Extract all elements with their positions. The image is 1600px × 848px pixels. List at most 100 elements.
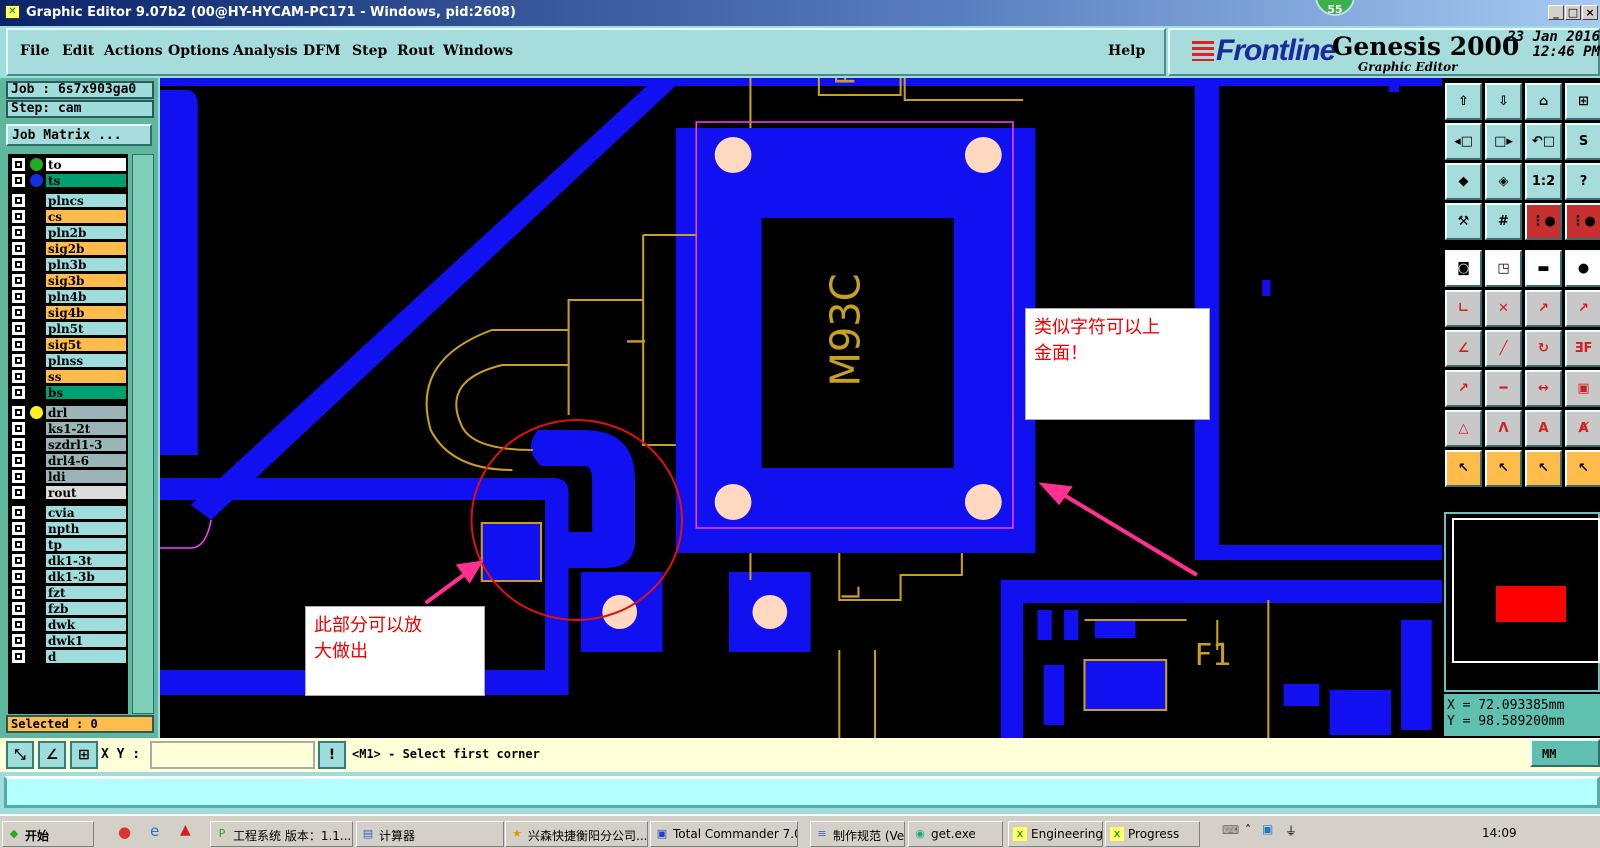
layer-name[interactable]: ts bbox=[45, 173, 127, 188]
layer-row[interactable]: fzb bbox=[10, 601, 128, 616]
task-item[interactable]: ▣Total Commander 7.0 ... bbox=[650, 821, 798, 847]
menu-rout[interactable]: Rout bbox=[397, 43, 435, 59]
layer-checkbox[interactable] bbox=[12, 586, 25, 599]
layer-name[interactable]: sig3b bbox=[45, 273, 127, 288]
task-item[interactable]: ≡制作规范 (Ver:1.0.6) bbox=[810, 821, 905, 847]
line-icon[interactable]: ━ bbox=[1485, 370, 1522, 407]
layer-row[interactable]: dwk1 bbox=[10, 633, 128, 648]
layer-row[interactable]: npth bbox=[10, 521, 128, 536]
layer-checkbox[interactable] bbox=[12, 242, 25, 255]
start-button[interactable]: ◆开始 bbox=[2, 821, 94, 847]
move-rect-icon[interactable]: ↗ bbox=[1445, 370, 1482, 407]
menu-step[interactable]: Step bbox=[352, 43, 388, 59]
layer-row[interactable]: sig3b bbox=[10, 273, 128, 288]
move-up-icon[interactable]: ⇧ bbox=[1445, 83, 1482, 120]
layer-row[interactable]: sig4b bbox=[10, 305, 128, 320]
connect-icon[interactable]: ∟ bbox=[1445, 290, 1482, 327]
tray-app-icon[interactable]: ▣ bbox=[1262, 822, 1274, 836]
layer-row[interactable]: ss bbox=[10, 369, 128, 384]
layer-row[interactable]: drl bbox=[10, 405, 128, 420]
layer-checkbox[interactable] bbox=[12, 386, 25, 399]
layer-name[interactable]: ks1-2t bbox=[45, 421, 127, 436]
layer-name[interactable]: cs bbox=[45, 209, 127, 224]
layer-scrollbar[interactable] bbox=[132, 154, 154, 714]
move-point-icon[interactable]: ↗ bbox=[1565, 290, 1600, 327]
layer-checkbox[interactable] bbox=[12, 634, 25, 647]
layer-checkbox[interactable] bbox=[12, 274, 25, 287]
layer-checkbox[interactable] bbox=[12, 554, 25, 567]
layer-name[interactable]: sig2b bbox=[45, 241, 127, 256]
close-button[interactable]: × bbox=[1582, 5, 1598, 20]
layer-row[interactable]: cvia bbox=[10, 505, 128, 520]
layer-name[interactable]: pln4b bbox=[45, 289, 127, 304]
layer-row[interactable]: drl4-6 bbox=[10, 453, 128, 468]
layer-name[interactable]: plnss bbox=[45, 353, 127, 368]
move-pad-icon[interactable]: ↗ bbox=[1525, 290, 1562, 327]
chrome-icon[interactable]: ● bbox=[118, 823, 132, 841]
route-snap-2-icon[interactable]: ⋮● bbox=[1565, 203, 1600, 240]
layer-name[interactable]: fzt bbox=[45, 585, 127, 600]
layer-checkbox[interactable] bbox=[12, 210, 25, 223]
layer-checkbox[interactable] bbox=[12, 618, 25, 631]
power-icon[interactable]: ⏚ bbox=[1285, 824, 1298, 838]
layer-row[interactable]: ldi bbox=[10, 469, 128, 484]
layer-name[interactable]: npth bbox=[45, 521, 127, 536]
maximize-button[interactable]: □ bbox=[1565, 5, 1581, 20]
overview-map[interactable] bbox=[1444, 512, 1600, 692]
arc-full-icon[interactable]: A bbox=[1525, 410, 1562, 447]
rotate-icon[interactable]: ↻ bbox=[1525, 330, 1562, 367]
select-box-icon[interactable]: ↖ bbox=[1485, 450, 1522, 487]
menu-help[interactable]: Help bbox=[1108, 43, 1146, 59]
layer-checkbox[interactable] bbox=[12, 290, 25, 303]
layer-name[interactable]: dwk bbox=[45, 617, 127, 632]
layer-name[interactable]: ss bbox=[45, 369, 127, 384]
select-poly-icon[interactable]: ↖ bbox=[1525, 450, 1562, 487]
layer-row[interactable]: plncs bbox=[10, 193, 128, 208]
line-edit-icon[interactable]: ╱ bbox=[1485, 330, 1522, 367]
layer-checkbox[interactable] bbox=[12, 538, 25, 551]
layer-checkbox[interactable] bbox=[12, 158, 25, 171]
layer-checkbox[interactable] bbox=[12, 522, 25, 535]
zoom-fit-icon[interactable]: ◆ bbox=[1445, 163, 1482, 200]
layer-checkbox[interactable] bbox=[12, 354, 25, 367]
layer-row[interactable]: plnss bbox=[10, 353, 128, 368]
units-select[interactable]: MM bbox=[1530, 739, 1600, 767]
layer-row[interactable]: to bbox=[10, 157, 128, 172]
minimize-button[interactable]: _ bbox=[1548, 5, 1564, 20]
layer-row[interactable]: ts bbox=[10, 173, 128, 188]
layer-row[interactable]: szdrl1-3 bbox=[10, 437, 128, 452]
layer-name[interactable]: bs bbox=[45, 385, 127, 400]
layer-checkbox[interactable] bbox=[12, 406, 25, 419]
job-matrix-button[interactable]: Job Matrix ... bbox=[6, 124, 152, 146]
layer-row[interactable]: dwk bbox=[10, 617, 128, 632]
menu-actions[interactable]: Actions bbox=[104, 43, 163, 59]
menu-analysis[interactable]: Analysis bbox=[233, 43, 298, 59]
layer-row[interactable]: rout bbox=[10, 485, 128, 500]
layer-checkbox[interactable] bbox=[12, 306, 25, 319]
help-icon[interactable]: ? bbox=[1565, 163, 1600, 200]
layer-name[interactable]: fzb bbox=[45, 601, 127, 616]
layer-name[interactable]: sig4b bbox=[45, 305, 127, 320]
layer-name[interactable]: drl4-6 bbox=[45, 453, 127, 468]
layer-checkbox[interactable] bbox=[12, 454, 25, 467]
layer-name[interactable]: plncs bbox=[45, 193, 127, 208]
layer-row[interactable]: sig2b bbox=[10, 241, 128, 256]
pad-icon[interactable]: ● bbox=[1565, 250, 1600, 287]
layer-row[interactable]: pln3b bbox=[10, 257, 128, 272]
alert-icon[interactable]: ! bbox=[318, 741, 346, 769]
xy-input[interactable] bbox=[150, 741, 315, 769]
arc-cross-icon[interactable]: Ⱥ bbox=[1565, 410, 1600, 447]
zoom-diagonal-icon[interactable]: ⤡ bbox=[6, 741, 34, 769]
layer-name[interactable]: drl bbox=[45, 405, 127, 420]
layer-name[interactable]: tp bbox=[45, 537, 127, 552]
layer-row[interactable]: pln4b bbox=[10, 289, 128, 304]
delete-junction-icon[interactable]: ✕ bbox=[1485, 290, 1522, 327]
layer-checkbox[interactable] bbox=[12, 438, 25, 451]
layer-checkbox[interactable] bbox=[12, 570, 25, 583]
layer-checkbox[interactable] bbox=[12, 338, 25, 351]
route-snap-icon[interactable]: ⋮● bbox=[1525, 203, 1562, 240]
layer-checkbox[interactable] bbox=[12, 322, 25, 335]
layer-name[interactable]: pln3b bbox=[45, 257, 127, 272]
